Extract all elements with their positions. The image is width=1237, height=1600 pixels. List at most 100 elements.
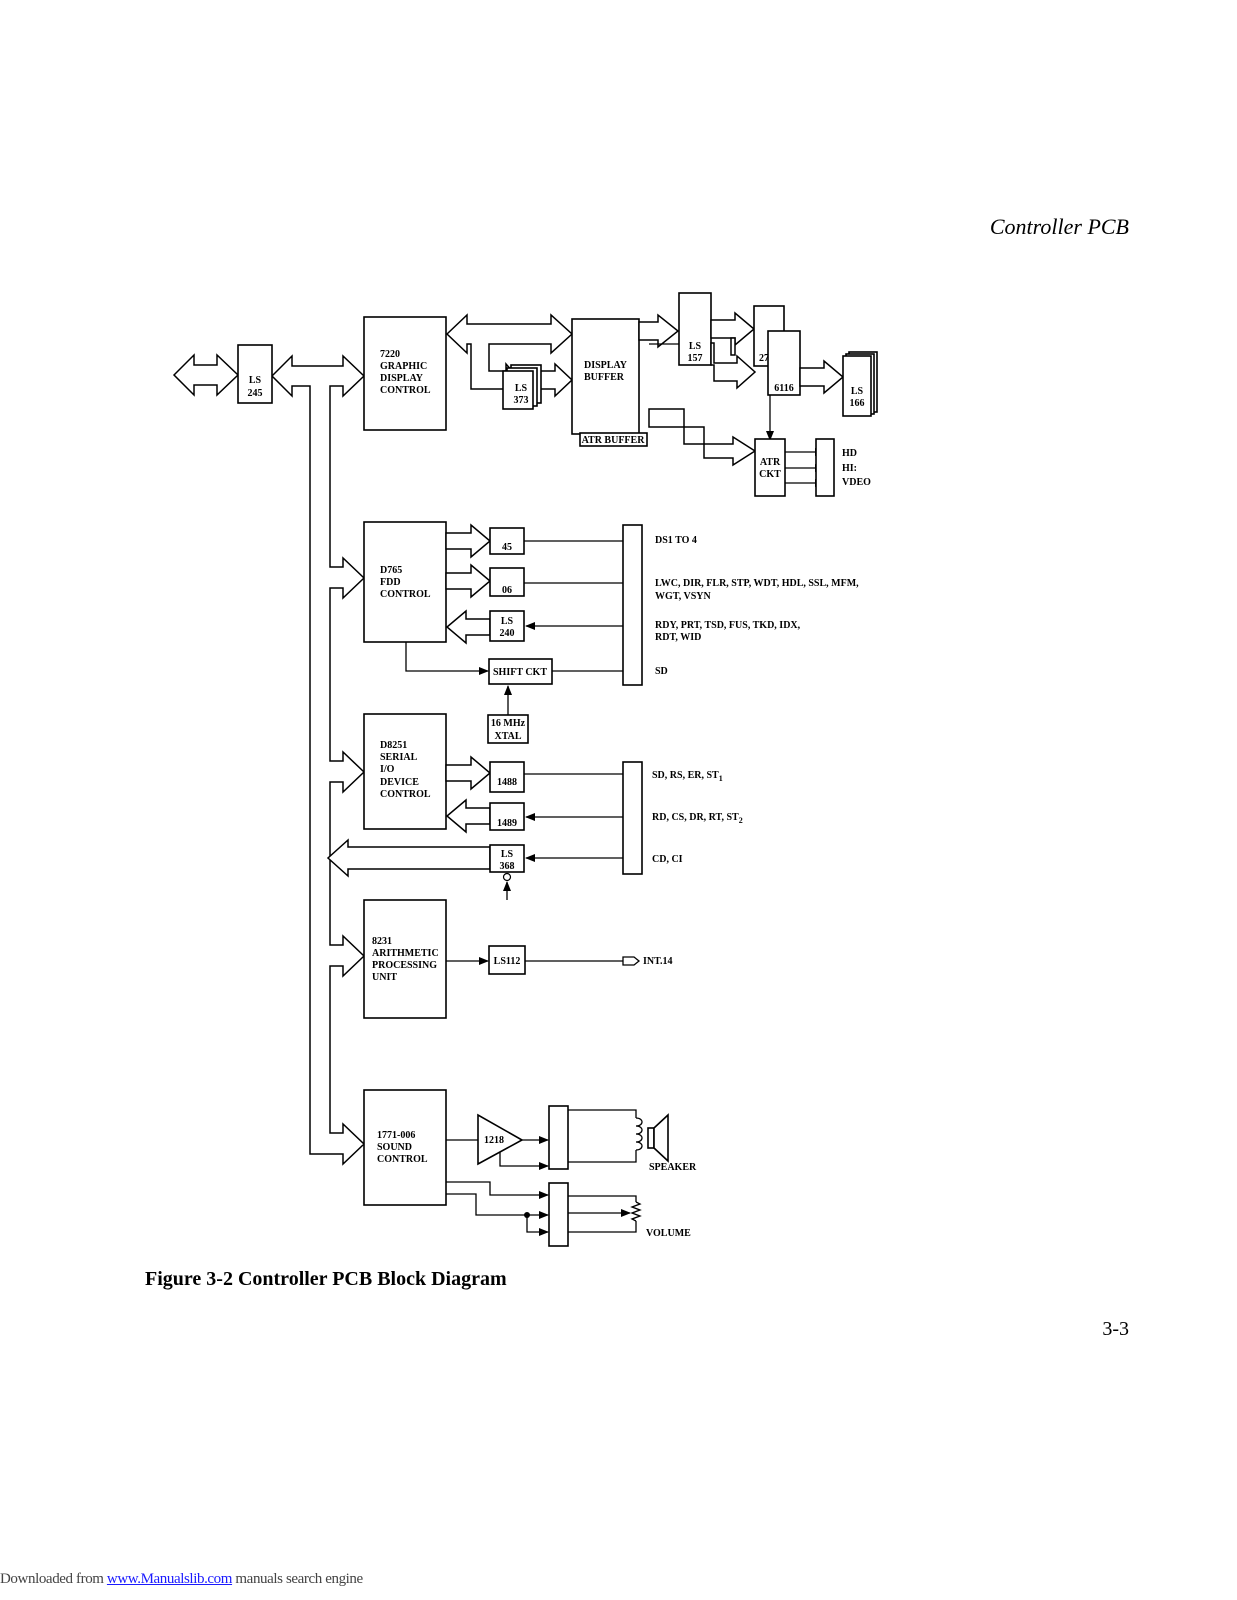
ls368-enable-bubble xyxy=(502,872,512,882)
ls373-label-2: 373 xyxy=(514,395,529,406)
speaker-icon xyxy=(653,1113,669,1163)
fdd-d765-block xyxy=(363,521,447,643)
manualslib-link[interactable]: www.Manualslib.com xyxy=(106,1571,233,1587)
fdd-out-label-2: WGT, VSYN xyxy=(655,591,712,602)
ram-6116-block xyxy=(767,330,801,396)
ls157-to-6116-arrow xyxy=(710,342,757,390)
sound-label-3: CONTROL xyxy=(377,1154,428,1165)
serial-label-5: CONTROL xyxy=(380,789,431,800)
shift-ckt-label: SHIFT CKT xyxy=(493,667,547,678)
sound-1771-block xyxy=(363,1089,447,1206)
speaker-connector xyxy=(548,1105,569,1170)
serial-label-1: D8251 xyxy=(380,740,407,751)
serial-to-1488-arrow xyxy=(445,755,492,791)
ls157-to-2764-arrow xyxy=(710,311,756,347)
apu-label-2: ARITHMETIC xyxy=(372,948,439,959)
xtal-block xyxy=(487,714,529,744)
potentiometer xyxy=(630,1201,642,1222)
driver-1488-label: 1488 xyxy=(497,777,517,788)
volume-connector xyxy=(548,1182,569,1247)
cd-ci-label: CD, CI xyxy=(652,854,683,865)
ls373-block xyxy=(502,370,534,410)
ls368-label-1: LS xyxy=(501,849,514,860)
receiver-1489-block xyxy=(489,802,525,831)
serial-in-label: RD, CS, DR, RT, ST2 xyxy=(652,812,743,825)
video-connector xyxy=(815,438,835,497)
atr-buffer-label: ATR BUFFER xyxy=(582,435,646,446)
fdd-label-1: D765 xyxy=(380,565,402,576)
ls157-6116-branch xyxy=(730,337,736,356)
xtal-label-2: XTAL xyxy=(494,731,521,742)
shift-ckt-block xyxy=(488,658,553,685)
speaker-wire-bottom xyxy=(568,1150,637,1163)
footer-suffix: manuals search engine xyxy=(232,1571,363,1587)
ls112-label: LS112 xyxy=(494,956,521,967)
volume-line-3 xyxy=(526,1215,549,1236)
display-buffer-label-2: BUFFER xyxy=(584,372,625,383)
main-bus xyxy=(270,354,366,1166)
ls157-label-1: LS xyxy=(689,341,702,352)
buffer-to-atr-arrow xyxy=(648,408,757,467)
fdd-in-label-2: RDT, WID xyxy=(655,632,701,643)
gdc-label-3: DISPLAY xyxy=(380,373,424,384)
buffer-to-ls157-arrow xyxy=(638,313,680,349)
volume-wire-bottom xyxy=(568,1221,637,1233)
int14-connector xyxy=(622,956,641,966)
1489-to-serial-arrow xyxy=(445,798,491,834)
fdd-in-label-1: RDY, PRT, TSD, FUS, TKD, IDX, xyxy=(655,620,801,631)
display-buffer-label-1: DISPLAY xyxy=(584,360,628,371)
atr-ckt-block xyxy=(754,438,786,497)
ls373-label-1: LS xyxy=(515,383,528,394)
sound-label-2: SOUND xyxy=(377,1142,412,1153)
volume-junction xyxy=(524,1212,530,1218)
fdd-to-shift-line xyxy=(405,642,489,675)
serial-label-3: I/O xyxy=(380,764,395,775)
footer: Downloaded from www.Manualslib.com manua… xyxy=(0,1571,363,1588)
ls112-block xyxy=(488,945,526,975)
atr-ckt-label-2: CKT xyxy=(759,469,781,480)
serial-label-4: DEVICE xyxy=(380,777,419,788)
amplifier-label: 1218 xyxy=(484,1135,504,1146)
ds-label: DS1 TO 4 xyxy=(655,535,697,546)
sound-label-1: 1771-006 xyxy=(377,1130,415,1141)
speaker-magnet xyxy=(647,1127,655,1149)
serial-d8251-block xyxy=(363,713,447,830)
fdd-connector xyxy=(622,524,643,686)
figure-caption: Figure 3-2 Controller PCB Block Diagram xyxy=(145,1268,507,1290)
atr-ckt-label-1: ATR xyxy=(760,457,781,468)
gdc-label-1: 7220 xyxy=(380,349,400,360)
fdd-to-45-arrow xyxy=(445,523,492,559)
display-buffer-block xyxy=(571,318,640,435)
block-45-label: 45 xyxy=(502,542,512,553)
apu-8231-block xyxy=(363,899,447,1019)
volume-line-1 xyxy=(446,1181,549,1199)
receiver-1489-label: 1489 xyxy=(497,818,517,829)
driver-1488-block xyxy=(489,761,525,793)
footer-prefix: Downloaded from xyxy=(0,1571,107,1587)
ls166-label-1: LS xyxy=(851,386,864,397)
ls240-to-fdd-arrow xyxy=(445,609,491,645)
page-number: 3-3 xyxy=(1102,1318,1129,1340)
ls240-block xyxy=(489,610,525,642)
apu-label-4: UNIT xyxy=(372,972,397,983)
serial-out-label: SD, RS, ER, ST1 xyxy=(652,770,723,783)
gdc-display-bus xyxy=(445,313,574,398)
int14-label: INT.14 xyxy=(643,956,673,967)
ls368-label-2: 368 xyxy=(500,861,515,872)
hd-label: HD xyxy=(842,448,857,459)
ls368-block xyxy=(489,844,525,873)
page-header: Controller PCB xyxy=(989,214,1129,239)
fdd-label-2: FDD xyxy=(380,577,401,588)
block-06 xyxy=(489,567,525,597)
amp-ground-line xyxy=(499,1152,549,1170)
speaker-coil xyxy=(635,1117,643,1151)
fdd-out-label-1: LWC, DIR, FLR, STP, WDT, HDL, SSL, MFM, xyxy=(655,578,859,589)
serial-label-2: SERIAL xyxy=(380,752,418,763)
apu-label-3: PROCESSING xyxy=(372,960,437,971)
sd-label: SD xyxy=(655,666,668,677)
volume-line-2 xyxy=(446,1193,549,1219)
volume-label: VOLUME xyxy=(646,1228,691,1239)
apu-label-1: 8231 xyxy=(372,936,392,947)
fdd-label-3: CONTROL xyxy=(380,589,431,600)
ls157-block xyxy=(678,292,712,366)
